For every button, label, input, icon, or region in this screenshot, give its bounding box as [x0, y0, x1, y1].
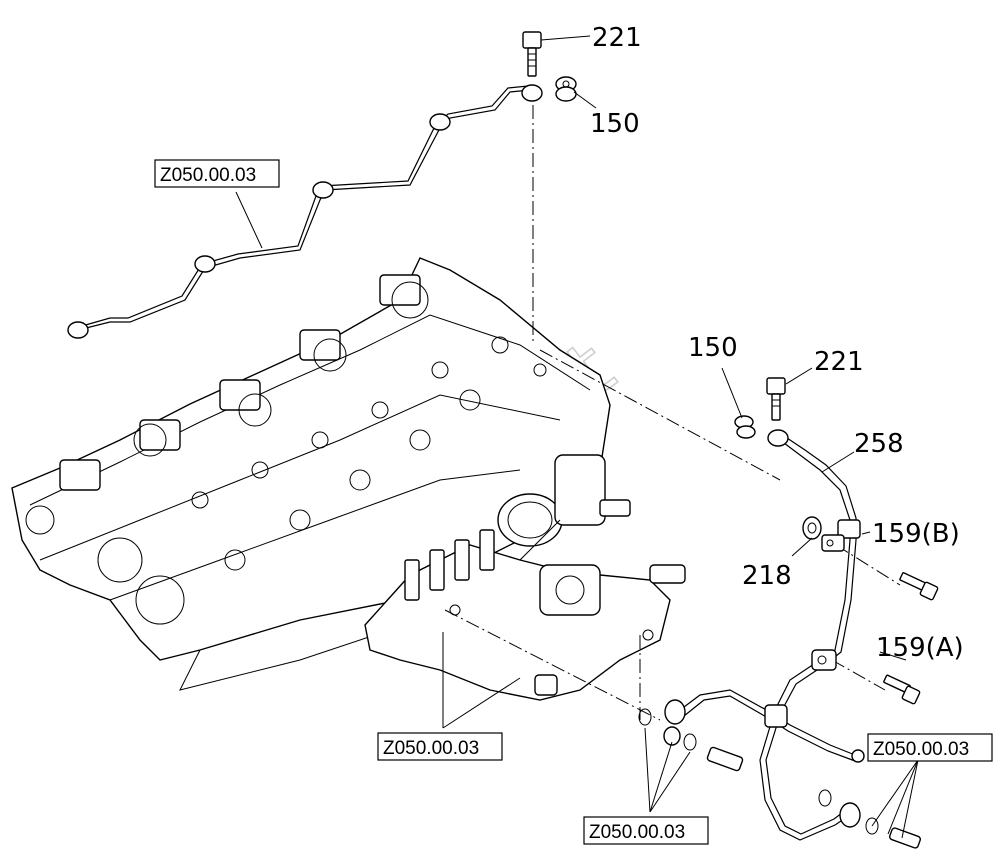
part-218 — [802, 516, 822, 540]
label-258: 258 — [854, 429, 904, 459]
washer-150-top — [555, 76, 577, 102]
label-221-top: 221 — [592, 23, 642, 53]
ref-text-upper-left: Z050.00.03 — [160, 165, 256, 186]
label-218: 218 — [742, 561, 792, 591]
label-159a: 159(A) — [876, 633, 964, 663]
clamp — [821, 534, 845, 552]
ref-text-bottom-center: Z050.00.03 — [589, 822, 685, 843]
label-159b: 159(B) — [872, 519, 960, 549]
fuel-pump-assembly — [364, 529, 686, 701]
ref-box-right: Z050.00.03 — [867, 733, 993, 762]
ref-box-upper-left: Z050.00.03 — [154, 159, 280, 188]
bolt-221-top — [522, 31, 542, 77]
leader-lines — [235, 35, 919, 839]
bolt-159b — [899, 572, 939, 601]
bolt-159a — [883, 674, 921, 705]
ref-text-bottom-left: Z050.00.03 — [383, 738, 479, 759]
ref-box-bottom-center: Z050.00.03 — [583, 816, 709, 845]
ref-text-right: Z050.00.03 — [873, 739, 969, 760]
pipe-258 — [767, 429, 861, 540]
bolt-221-right — [766, 377, 786, 421]
ref-box-bottom-left: Z050.00.03 — [377, 732, 503, 761]
lower-fuel-pipes — [638, 539, 922, 849]
label-150-right: 150 — [688, 333, 738, 363]
label-221-right: 221 — [814, 347, 864, 377]
washer-150-right — [734, 415, 756, 439]
alignment-line-diag — [539, 349, 781, 481]
label-150-top: 150 — [590, 109, 640, 139]
upper-leak-off-pipe — [67, 84, 543, 339]
